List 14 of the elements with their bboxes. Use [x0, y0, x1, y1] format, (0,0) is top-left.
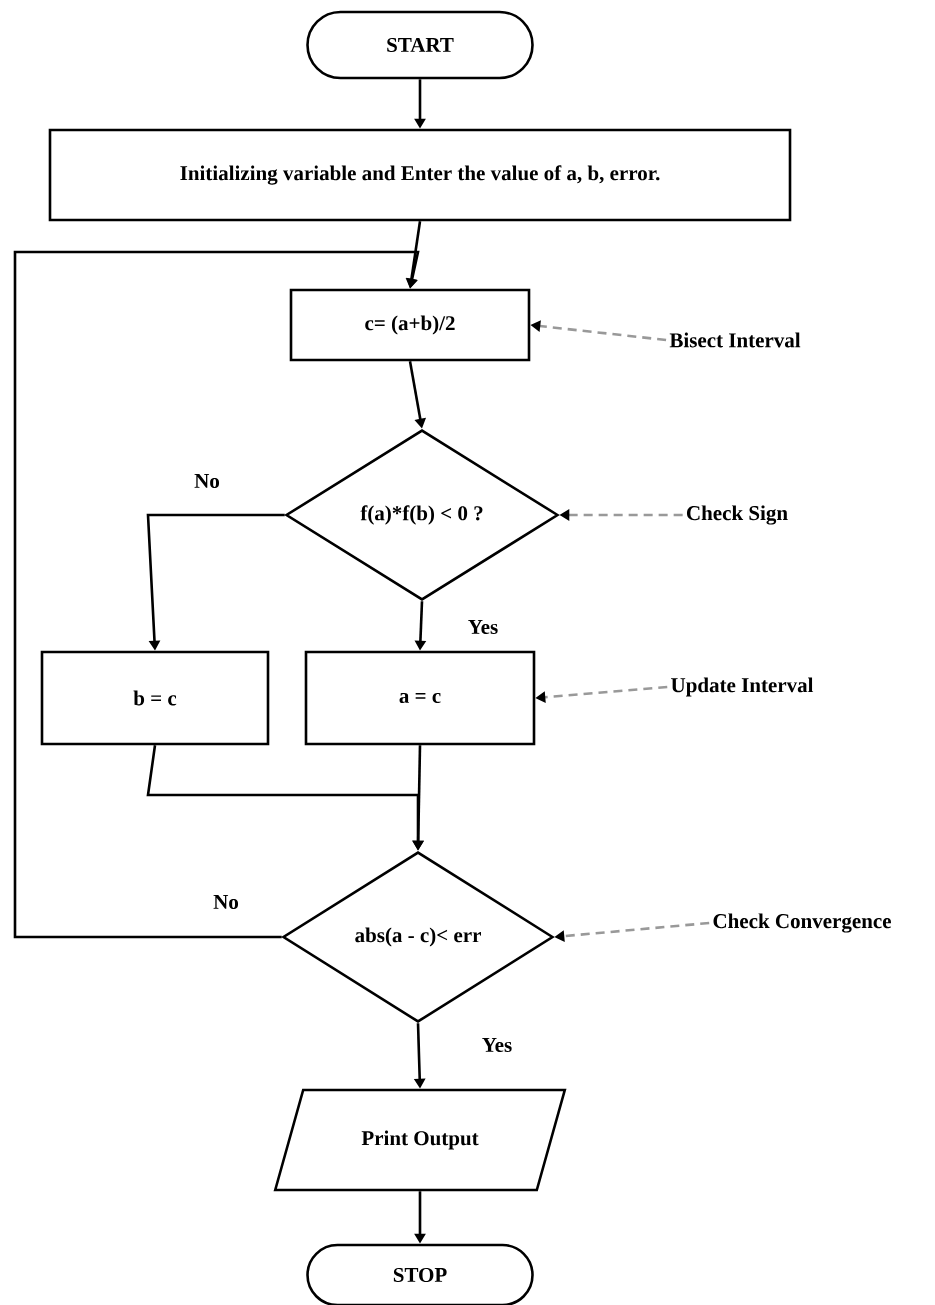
arrow: [13, 250, 420, 939]
edge-label: No: [192, 472, 222, 490]
process-box: a = c: [304, 650, 536, 746]
edge-label: No: [211, 893, 241, 911]
output-parallelogram: Print Output: [273, 1088, 567, 1192]
process-box: c= (a+b)/2: [289, 288, 531, 362]
annotation-text: Bisect Interval: [669, 332, 801, 348]
annotation-text: Check Convergence: [713, 913, 891, 933]
process-box: b = c: [40, 650, 270, 746]
edge-label: Yes: [465, 618, 501, 636]
annotation-text: Update Interval: [671, 677, 814, 697]
annotation-text: Check Sign: [686, 505, 788, 525]
process-box: Initializing variable and Enter the value of a, b, error.: [48, 128, 792, 222]
edge-label: Yes: [479, 1036, 515, 1054]
